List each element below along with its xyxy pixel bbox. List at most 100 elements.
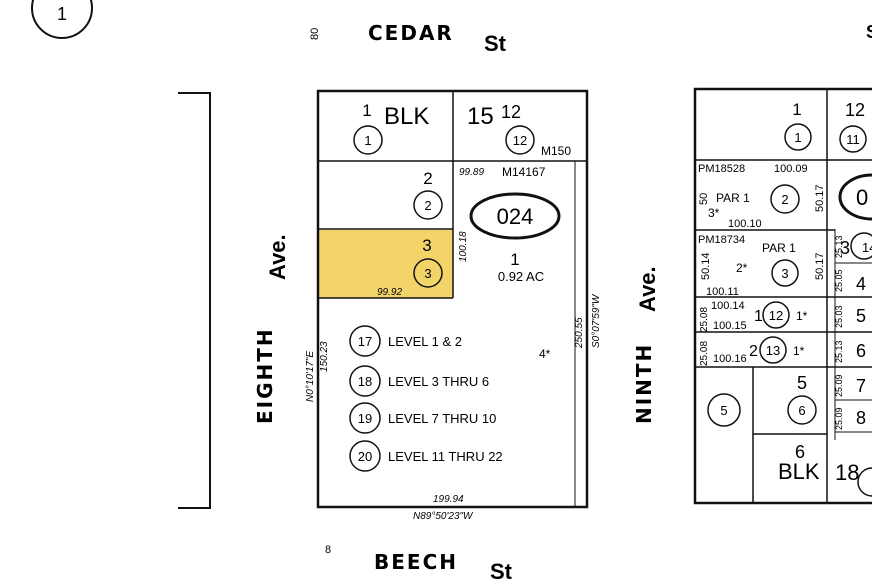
rb-lot-5-circle: 6 <box>798 403 805 418</box>
street-beech-suffix: St <box>490 559 513 584</box>
row3-star: 1* <box>796 309 808 323</box>
row3-circle: 12 <box>769 308 783 323</box>
row4-side: 25.08 <box>699 341 710 366</box>
pm18528-par: PAR 1 <box>716 191 750 205</box>
pm18734: PM18734 <box>698 234 745 246</box>
parcel-lot: 1 <box>510 250 519 269</box>
pm18528-side: 50 <box>698 193 710 205</box>
row4-circle: 13 <box>766 343 780 358</box>
row3-bottom: 100.15 <box>713 320 747 332</box>
map-m14167: M14167 <box>502 165 546 179</box>
lot-2-number: 2 <box>423 169 432 188</box>
rb-right-lot-5: 5 <box>856 306 866 326</box>
main-block: 1 BLK 15 1 12 12 M150 2 2 3 3 99.92 99.8… <box>305 89 602 522</box>
left-boundary-line <box>178 92 211 509</box>
level-text: LEVEL 3 THRU 6 <box>388 374 489 389</box>
level-text: LEVEL 7 THRU 10 <box>388 411 496 426</box>
pm18734-par: PAR 1 <box>762 241 796 255</box>
parcel-depth: 100.18 <box>458 231 469 262</box>
bottom-bearing: N89°50'23"W <box>413 511 474 522</box>
rb-right-circle: 14 <box>862 240 872 255</box>
parcel-width: 99.89 <box>459 167 484 178</box>
rb-side-dim: 25.09 <box>834 374 844 397</box>
lot-2-circle <box>413 190 443 220</box>
row3-top: 100.14 <box>711 300 745 312</box>
pm18528-bottom: 100.10 <box>728 218 762 230</box>
row3-lot: 1 <box>754 308 763 325</box>
rb-lot-12-number: 12 <box>845 100 865 120</box>
lot-3-circle-number: 3 <box>424 266 431 281</box>
rb-page-fragment: 0 <box>856 185 868 210</box>
lot-1-number: 1 <box>362 101 371 120</box>
page-number-circle <box>31 0 93 39</box>
pm18528-star: 3* <box>708 206 720 220</box>
rb-side-dim: 25.13 <box>834 340 844 363</box>
street-eighth-suffix: Ave. <box>265 234 290 280</box>
lot-12-circle-number: 12 <box>513 133 527 148</box>
rb-lot-1-number: 1 <box>792 100 801 119</box>
street-cedar: CEDAR <box>368 21 454 45</box>
level-circle-number: 20 <box>358 449 372 464</box>
rb-lot-1-circle: 1 <box>794 130 801 145</box>
level-row: 20 LEVEL 11 THRU 22 <box>349 440 503 472</box>
level-row: 17 LEVEL 1 & 2 <box>349 325 462 357</box>
street-cedar-suffix: St <box>484 31 507 56</box>
far-right-street-fragment: S <box>866 22 872 42</box>
rb-circle-5: 5 <box>720 403 727 418</box>
rb-right-lot-6: 6 <box>856 341 866 361</box>
street-ninth: NINTH <box>632 343 656 424</box>
level-circle-number: 18 <box>358 374 372 389</box>
pm18734-right: 50.17 <box>814 252 826 280</box>
rb-lot-12-circle: 11 <box>846 132 860 147</box>
lot-3-circle <box>413 258 443 288</box>
right-bearing: S0°07'59"W <box>591 293 602 348</box>
rb-page-oval <box>838 173 872 221</box>
rb-side-dim: 25.09 <box>834 407 844 430</box>
pm18528-width: 100.09 <box>774 163 808 175</box>
level-circle-number: 19 <box>358 411 372 426</box>
pm18734-side: 50.14 <box>700 252 712 280</box>
parcel-lot-star: 4* <box>539 347 551 361</box>
rb-lot-5-number: 5 <box>797 373 807 393</box>
right-block-outline <box>693 87 872 505</box>
level-row: 18 LEVEL 3 THRU 6 <box>349 365 489 397</box>
right-depth: 250.55 <box>574 317 585 349</box>
page-number: 1 <box>57 4 67 24</box>
rb-side-dim: 25.13 <box>834 235 844 258</box>
row4-star: 1* <box>793 344 805 358</box>
lot-1-circle <box>353 125 383 155</box>
rb-side-dim: 25.05 <box>834 269 844 292</box>
street-ninth-suffix: Ave. <box>635 266 660 312</box>
row4-lot: 2 <box>749 343 758 360</box>
rb-right-lot-3: 3 <box>840 238 850 258</box>
row4-bottom: 100.16 <box>713 353 747 365</box>
left-bearing: N0°10'17"E <box>305 351 316 402</box>
pm18734-star: 2* <box>736 261 748 275</box>
rb-block-label: BLK <box>778 459 820 484</box>
lot-3-frontage: 99.92 <box>377 287 402 298</box>
street-eighth: EIGHTH <box>253 327 277 424</box>
bottom-note: 8 <box>325 544 331 556</box>
parcel-page: 024 <box>497 204 534 229</box>
lot-12-circle <box>505 125 535 155</box>
page-024-oval <box>469 192 561 240</box>
level-row: 19 LEVEL 7 THRU 10 <box>349 402 496 434</box>
left-depth: 150.23 <box>319 341 330 372</box>
level-text: LEVEL 11 THRU 22 <box>388 449 503 464</box>
rb-block-number: 6 <box>795 442 805 462</box>
rb-right-lot-4: 4 <box>856 274 866 294</box>
parcel-area: 0.92 AC <box>498 269 544 284</box>
rb-right-lot-8: 8 <box>856 408 866 428</box>
pm18528-circle: 2 <box>781 192 788 207</box>
lot-1-circle-number: 1 <box>364 133 371 148</box>
block-number: 15 <box>467 103 494 130</box>
pm18734-circle: 3 <box>781 266 788 281</box>
lot-2-circle-number: 2 <box>424 198 431 213</box>
rb-blk-fragment: 18 <box>835 460 859 485</box>
top-note: 80 <box>309 28 321 40</box>
pm18528: PM18528 <box>698 163 745 175</box>
block-label: BLK <box>384 103 429 130</box>
lot-3-number: 3 <box>422 236 431 255</box>
pm18734-bottom: 100.11 <box>706 286 739 298</box>
